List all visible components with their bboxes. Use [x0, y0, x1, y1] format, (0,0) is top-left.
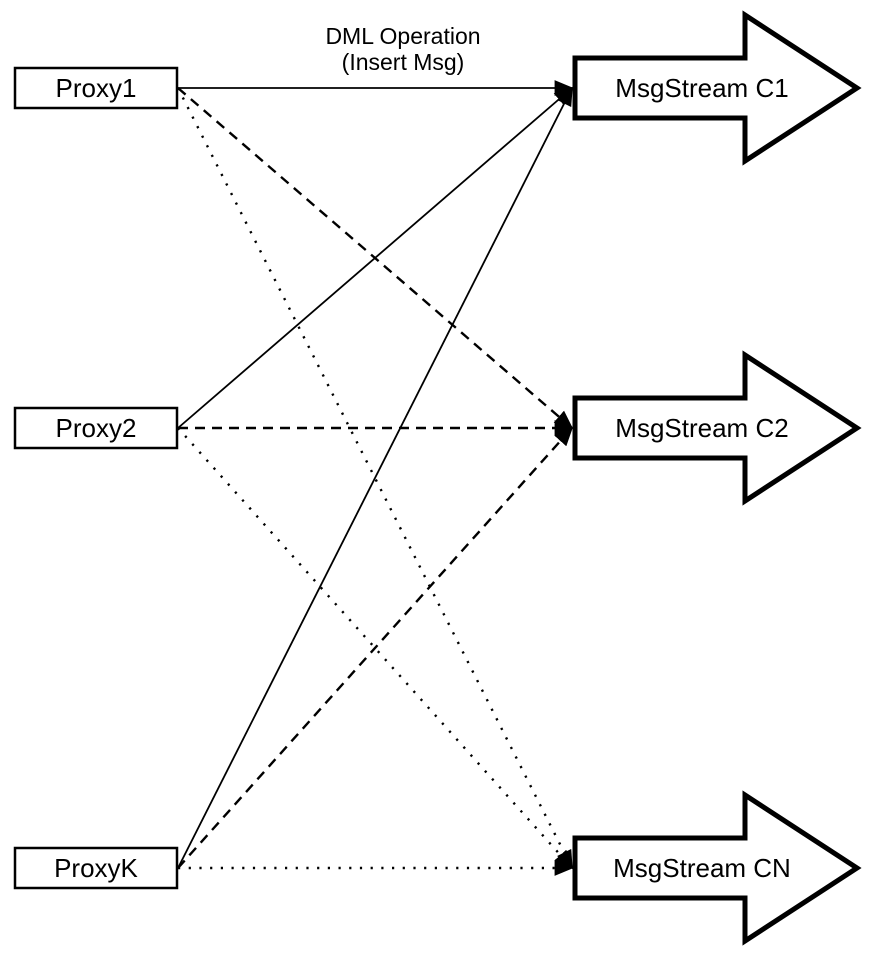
- proxy-nodes: Proxy1 Proxy2 ProxyK: [13, 66, 179, 890]
- proxy-label: Proxy2: [56, 413, 137, 443]
- edge-proxyk-to-msgstream-c2: [177, 426, 574, 869]
- proxy-node-proxyk: ProxyK: [13, 846, 179, 890]
- edge-proxyk-to-msgstream-c1: [177, 86, 573, 869]
- proxy-node-proxy2: Proxy2: [13, 406, 179, 450]
- proxy-node-proxy1: Proxy1: [13, 66, 179, 110]
- proxy-box-shape: [13, 66, 179, 110]
- stream-node-msgstream-c1: MsgStream C1: [572, 10, 862, 166]
- stream-node-msgstream-c2: MsgStream C2: [572, 350, 862, 506]
- proxy-box-shape: [13, 846, 179, 890]
- edge-proxy1-to-msgstream-cn: [176, 87, 574, 870]
- block-arrow-icon: [572, 10, 862, 166]
- edge-proxy2-to-msgstream-c1: [177, 86, 574, 429]
- proxy-label: Proxy1: [56, 73, 137, 103]
- proxy-label: ProxyK: [54, 853, 138, 883]
- block-arrow-icon: [572, 350, 862, 506]
- annotation-line1: DML Operation: [325, 23, 480, 49]
- stream-label: MsgStream C1: [615, 73, 788, 103]
- edges-layer: [176, 80, 574, 876]
- stream-nodes: MsgStream C1 MsgStream C2 MsgStream CN: [572, 10, 862, 946]
- proxy-box-shape: [13, 406, 179, 450]
- stream-label: MsgStream C2: [615, 413, 788, 443]
- stream-label: MsgStream CN: [613, 853, 791, 883]
- stream-node-msgstream-cn: MsgStream CN: [572, 790, 862, 946]
- block-arrow-icon: [572, 790, 862, 946]
- annotation-line2: (Insert Msg): [342, 49, 465, 75]
- edge-annotation: DML Operation (Insert Msg): [325, 23, 480, 75]
- edge-proxy2-to-msgstream-cn: [177, 427, 574, 870]
